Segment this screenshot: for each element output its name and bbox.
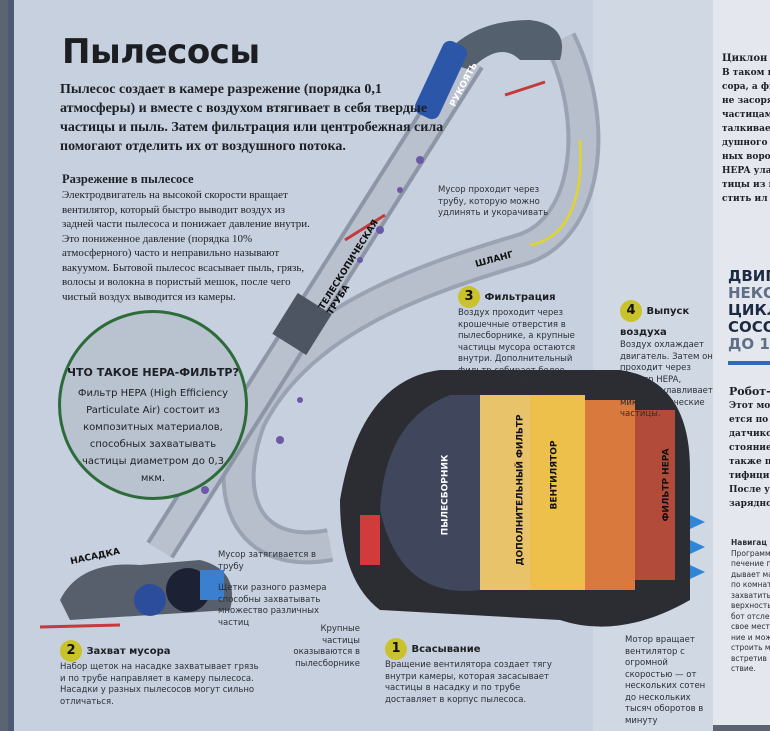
text-line: стить ил: [722, 194, 768, 204]
step-number: 4: [620, 300, 642, 322]
navigation-section: Навигац Программ печение п дывает ма по …: [731, 538, 770, 675]
text-line: ется по: [729, 415, 769, 425]
navigation-heading: Навигац: [731, 538, 767, 547]
fact-line: НЕКО: [728, 284, 770, 302]
fact-line: ДВИГ: [728, 268, 770, 285]
text-line: После у: [729, 485, 770, 495]
robot-section: Робот- Этот мо ется по датчико стояние т…: [729, 385, 770, 511]
text-line: дывает ма: [731, 569, 770, 579]
text-line: встретив: [731, 653, 767, 663]
text-line: душного: [722, 138, 768, 148]
fact-line: ЦИКЛ: [728, 301, 770, 319]
callout-large-particles: Крупные частицы оказываются в пылесборни…: [293, 624, 360, 669]
fact-line: СОСО: [728, 318, 770, 336]
text-line: тицы из в: [722, 180, 770, 190]
step-text: Воздух охлаждает двигатель. Затем он про…: [620, 340, 713, 419]
text-line: Этот мо: [729, 401, 770, 411]
step-number: 1: [385, 638, 407, 660]
text-line: Программ: [731, 548, 770, 558]
step-title: Выпуск воздуха: [620, 306, 690, 338]
step-number: 2: [60, 640, 82, 662]
callout-tube: Мусор проходит через трубу, которую можн…: [438, 185, 549, 218]
text-line: захватить: [731, 590, 770, 600]
hepa-answer: Фильтр HEPA (High Efficiency Particulate…: [77, 388, 229, 484]
lead-paragraph: Пылесос создает в камере разрежение (пор…: [60, 82, 444, 154]
step-1: 1 Всасывание Вращение вентилятора создае…: [385, 638, 560, 706]
text-line: талкивае: [722, 124, 770, 134]
text-line: не засоря: [722, 96, 770, 106]
label-fan: ВЕНТИЛЯТОР: [549, 440, 560, 510]
text-line: также п: [729, 457, 770, 467]
hepa-info-circle: ЧТО ТАКОЕ HEPA-ФИЛЬТР? Фильтр HEPA (High…: [58, 310, 248, 500]
text-line: ствие.: [731, 664, 756, 673]
text-line: зарядно: [729, 499, 770, 509]
label-hepa-filter: ФИЛЬТР HEPA: [661, 448, 672, 522]
cyclone-heading: Циклон: [722, 53, 768, 64]
text-line: сора, а фи: [722, 82, 770, 92]
text-line: верхность: [731, 601, 770, 610]
step-number: 3: [458, 286, 480, 308]
callout-brushes: Щетки разного размера способны захватыва…: [218, 583, 327, 628]
hepa-question: ЧТО ТАКОЕ HEPA-ФИЛЬТР?: [67, 366, 239, 379]
step-text: Набор щеток на насадке захватывает грязь…: [60, 662, 259, 707]
robot-heading: Робот-: [729, 385, 770, 398]
airflow-arrow: [529, 139, 582, 247]
label-extra-filter: ДОПОЛНИТЕЛЬНЫЙ ФИЛЬТР: [515, 414, 526, 566]
section-text: Электродвигатель на высокой скорости вра…: [62, 189, 310, 303]
text-line: ных воро: [722, 152, 770, 162]
step-text: Вращение вентилятора создает тягу внутри…: [385, 660, 552, 705]
fact-line: ДО 12: [728, 335, 770, 353]
text-line: бот отсле: [731, 611, 770, 621]
text-line: датчико: [729, 429, 770, 439]
text-line: по комнат: [731, 580, 770, 589]
callout-motor: Мотор вращает вентилятор с огромной скор…: [625, 635, 706, 726]
step-3: 3 Фильтрация Воздух проходит через кроше…: [458, 286, 583, 389]
text-line: тифици: [729, 471, 770, 481]
callout-pulled: Мусор затягивается в трубу: [218, 550, 317, 572]
text-line: свое мест: [731, 622, 770, 631]
text-line: ние и мож: [731, 632, 770, 642]
text-line: строить м: [731, 643, 770, 652]
step-title: Фильтрация: [484, 292, 556, 303]
step-2: 2 Захват мусора Набор щеток на насадке з…: [60, 640, 265, 708]
step-text: Воздух проходит через крошечные отверсти…: [458, 308, 576, 387]
step-title: Всасывание: [411, 644, 481, 655]
text-line: HEPA ула: [722, 166, 770, 176]
step-4: 4 Выпуск воздуха Воздух охлаждает двигат…: [620, 300, 715, 421]
cyclone-section: Циклон В таком п сора, а фи не засоря ча…: [722, 52, 770, 206]
text-line: частицам: [722, 110, 770, 120]
fact-box: ДВИГ НЕКО ЦИКЛ СОСО ДО 12: [728, 268, 770, 365]
handle: [440, 20, 562, 70]
text-line: печение п: [731, 559, 770, 568]
page-title: Пылесосы: [62, 32, 260, 72]
section-heading: Разрежение в пылесосе: [62, 172, 194, 186]
step-title: Захват мусора: [86, 646, 171, 657]
text-line: В таком п: [722, 68, 770, 78]
label-dustbin: ПЫЛЕСБОРНИК: [440, 454, 451, 536]
text-line: стояние: [729, 443, 770, 453]
